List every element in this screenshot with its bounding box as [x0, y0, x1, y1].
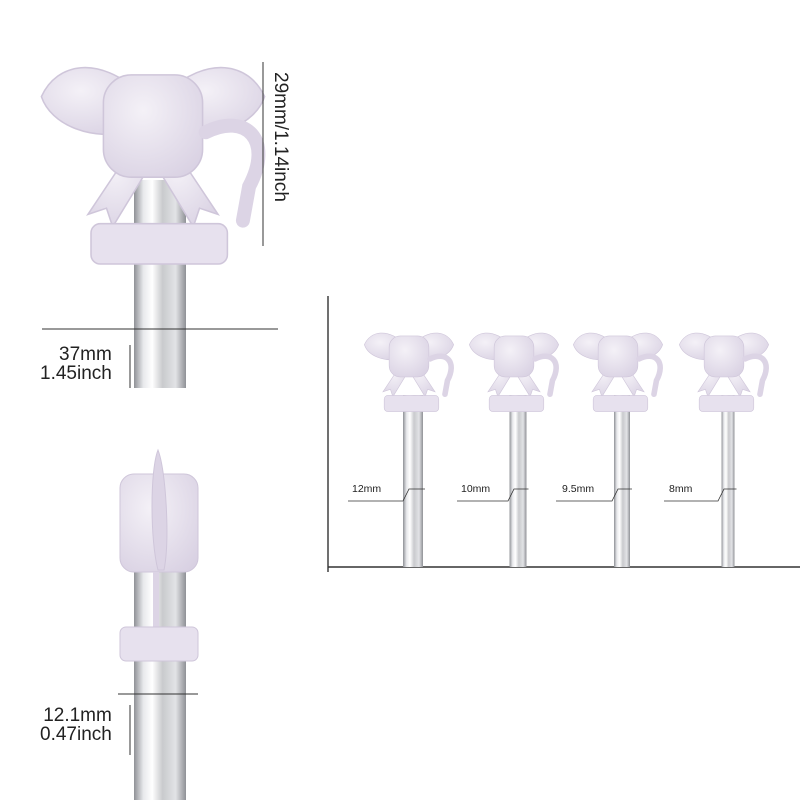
mini-bow-cap: [469, 333, 558, 412]
ring-inch: 0.47inch: [40, 724, 112, 745]
size-leader-line: [457, 488, 529, 502]
height-label: 29mm/1.14inch: [270, 72, 291, 202]
size-label-10mm: 10mm: [461, 483, 491, 495]
size-leader-line: [348, 488, 425, 502]
size-label-9-5mm: 9.5mm: [562, 483, 595, 495]
width-inch: 1.45inch: [40, 363, 112, 384]
mini-straw-tube: [721, 395, 735, 567]
mini-straw: [556, 333, 663, 567]
width-label: 37mm 1.45inch: [40, 345, 112, 383]
straw-front: [134, 180, 186, 388]
mini-straw: [664, 333, 769, 567]
mini-straw-tube: [403, 395, 423, 567]
straw-side: [134, 560, 186, 800]
mini-straw: [348, 333, 454, 567]
ring-mm: 12.1mm: [43, 705, 112, 726]
mini-bow-cap: [573, 333, 662, 412]
size-label-12mm: 12mm: [352, 483, 382, 495]
ring-label: 12.1mm 0.47inch: [40, 706, 112, 744]
size-label-8mm: 8mm: [669, 483, 693, 495]
size-leader-line: [664, 488, 737, 502]
front-view: [41, 68, 264, 388]
mini-bow-cap: [364, 333, 453, 412]
mini-bow-cap: [679, 333, 768, 412]
mini-straw: [457, 333, 559, 567]
mini-straw-tube: [509, 395, 527, 567]
size-leader-line: [556, 488, 632, 502]
side-view: [119, 448, 199, 800]
width-mm: 37mm: [59, 344, 112, 365]
mini-straw-tube: [614, 395, 630, 567]
